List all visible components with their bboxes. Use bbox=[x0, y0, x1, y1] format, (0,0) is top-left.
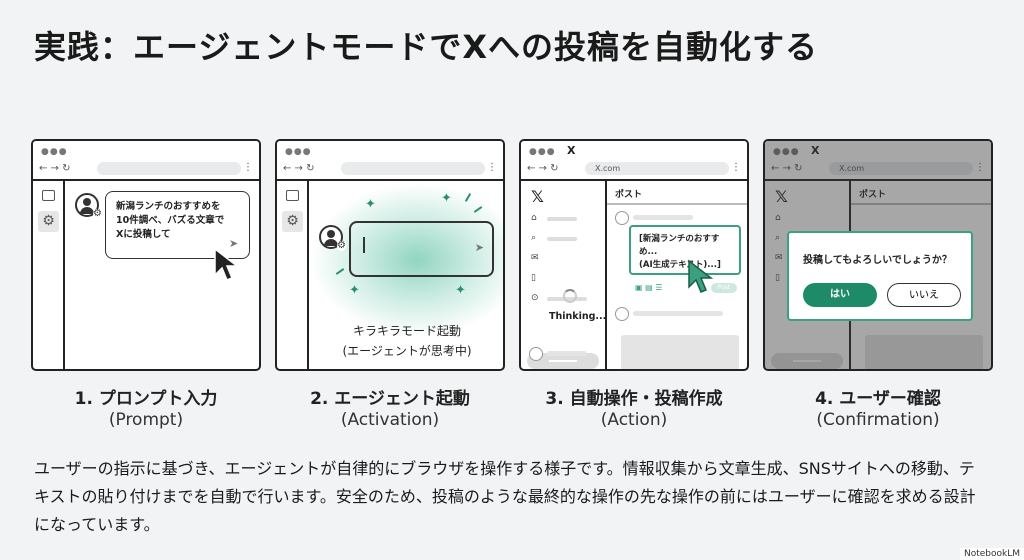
browser-window-prompt: ●●● ← → ↻ ⋮ ⚙ ⚙ 新潟ランチのおすすめを 10件調べ、バズる文章で… bbox=[31, 139, 261, 371]
browser-window-action: ●●● X ← → ↻ X.com ⋮ 𝕏 ⌂ ⌕ ✉ ▯ ⊙ Thinking… bbox=[519, 139, 749, 371]
window-dots: ●●● bbox=[41, 147, 68, 157]
post-compose-button[interactable] bbox=[771, 353, 843, 369]
feed-header[interactable]: ポスト bbox=[851, 181, 991, 205]
agent-status: キラキラモード起動 (エージェントが思考中) bbox=[317, 321, 497, 361]
browser-chrome: ●●● ← → ↻ ⋮ bbox=[33, 141, 259, 181]
gear-icon[interactable]: ⚙ bbox=[38, 211, 59, 232]
nav-arrows: ← → ↻ bbox=[527, 163, 559, 174]
browser-chrome: ●●● X ← → ↻ X.com ⋮ bbox=[765, 141, 991, 181]
window-dots: ●●● bbox=[529, 147, 556, 157]
send-icon[interactable]: ➤ bbox=[229, 237, 239, 250]
sidebar: ⚙ bbox=[277, 181, 309, 369]
address-bar[interactable] bbox=[97, 162, 241, 175]
avatar bbox=[615, 211, 629, 225]
nav-arrows: ← → ↻ bbox=[283, 163, 315, 174]
post-compose-button[interactable] bbox=[527, 353, 599, 369]
search-icon[interactable]: ⌕ bbox=[531, 233, 537, 243]
prompt-line: Xに投稿して bbox=[116, 229, 171, 240]
prompt-input[interactable]: ➤ bbox=[349, 221, 494, 277]
mail-icon[interactable]: ✉ bbox=[775, 253, 783, 263]
panel-caption: 3. 自動操作・投稿作成 bbox=[545, 389, 723, 409]
avatar bbox=[529, 347, 543, 361]
panel-caption: 1. プロンプト入力 bbox=[74, 389, 218, 409]
brand-watermark: NotebookLM bbox=[959, 548, 1024, 560]
x-sidebar: 𝕏 ⌂ ⌕ ✉ ▯ ⊙ Thinking... bbox=[521, 181, 607, 369]
panel-caption: 2. エージェント起動 bbox=[310, 389, 470, 409]
dialog-question: 投稿してもよろしいでしょうか？ bbox=[803, 255, 952, 266]
description: ユーザーの指示に基づき、エージェントが自律的にブラウザを操作する様子です。情報収… bbox=[34, 459, 976, 534]
panel-subcaption: (Action) bbox=[600, 410, 668, 430]
window-dots: ●●● bbox=[285, 147, 312, 157]
address-bar[interactable]: X.com bbox=[829, 162, 973, 175]
status-line: キラキラモード起動 bbox=[352, 324, 461, 338]
menu-icon[interactable]: ⋮ bbox=[975, 162, 985, 173]
x-logo-icon[interactable]: 𝕏 bbox=[775, 187, 788, 206]
avatar: ⚙ bbox=[75, 193, 102, 219]
window-dots: ●●● bbox=[773, 147, 800, 157]
menu-icon[interactable]: ⋮ bbox=[243, 162, 253, 173]
home-icon[interactable]: ⌂ bbox=[531, 213, 537, 223]
page-title: 実践：エージェントモードでXへの投稿を自動化する bbox=[34, 28, 819, 66]
panel-subcaption: (Activation) bbox=[340, 410, 440, 430]
home-icon[interactable]: ⌂ bbox=[775, 213, 781, 223]
browser-chrome: ●●● ← → ↻ ⋮ bbox=[277, 141, 503, 181]
media-icon[interactable]: ▣ ▤ ☰ bbox=[635, 283, 663, 292]
more-icon[interactable]: ⊙ bbox=[531, 293, 539, 303]
bookmark-icon[interactable]: ▯ bbox=[775, 273, 780, 283]
tab-x[interactable]: X bbox=[567, 144, 576, 157]
text-caret bbox=[363, 237, 365, 253]
thinking-label: Thinking... bbox=[549, 311, 607, 322]
status-line: (エージェントが思考中) bbox=[342, 344, 472, 358]
panel-icon[interactable] bbox=[42, 190, 55, 201]
address-bar[interactable] bbox=[341, 162, 485, 175]
cursor-icon bbox=[214, 247, 240, 281]
panel-icon[interactable] bbox=[286, 190, 299, 201]
menu-icon[interactable]: ⋮ bbox=[487, 162, 497, 173]
address-bar[interactable]: X.com bbox=[585, 162, 729, 175]
avatar bbox=[615, 307, 629, 321]
post-composer[interactable]: [新潟ランチのおすすめ... (AI生成テキスト)...] bbox=[629, 225, 741, 275]
menu-icon[interactable]: ⋮ bbox=[731, 162, 741, 173]
panel-subcaption: (Prompt) bbox=[108, 410, 184, 430]
loading-spinner-icon bbox=[563, 289, 577, 303]
browser-chrome: ●●● X ← → ↻ X.com ⋮ bbox=[521, 141, 747, 181]
nav-arrows: ← → ↻ bbox=[771, 163, 803, 174]
sparkle-icon: ✦ bbox=[455, 283, 466, 298]
no-button[interactable]: いいえ bbox=[887, 283, 961, 307]
search-icon[interactable]: ⌕ bbox=[775, 233, 781, 243]
panel-caption: 4. ユーザー確認 bbox=[815, 389, 941, 409]
x-logo-icon[interactable]: 𝕏 bbox=[531, 187, 544, 206]
yes-button[interactable]: はい bbox=[803, 283, 877, 307]
prompt-line: 10件調べ、バズる文章で bbox=[116, 215, 225, 226]
confirm-dialog: 投稿してもよろしいでしょうか？ はい いいえ bbox=[787, 231, 973, 321]
sparkle-icon: ✦ bbox=[349, 283, 360, 298]
avatar: ⚙ bbox=[319, 225, 346, 251]
agent-glow bbox=[313, 185, 503, 335]
bookmark-icon[interactable]: ▯ bbox=[531, 273, 536, 283]
browser-window-confirmation: ●●● X ← → ↻ X.com ⋮ 𝕏 ⌂ ⌕ ✉ ▯ ポスト 投稿してもよ… bbox=[763, 139, 993, 371]
sparkle-icon: ✦ bbox=[441, 191, 452, 206]
mail-icon[interactable]: ✉ bbox=[531, 253, 539, 263]
browser-window-activation: ●●● ← → ↻ ⋮ ⚙ ✦ ✦ ✦ ✦ ⚙ ➤ キラキラモード起動 (エージ… bbox=[275, 139, 505, 371]
sparkle-icon: ✦ bbox=[365, 197, 376, 212]
post-button[interactable]: Post bbox=[711, 283, 737, 293]
nav-arrows: ← → ↻ bbox=[39, 163, 71, 174]
post-line: (AI生成テキスト)...] bbox=[639, 260, 721, 270]
post-line: [新潟ランチのおすすめ... bbox=[639, 234, 720, 257]
prompt-line: 新潟ランチのおすすめを bbox=[116, 201, 221, 212]
sidebar: ⚙ bbox=[33, 181, 65, 369]
cursor-icon bbox=[688, 259, 714, 293]
send-icon[interactable]: ➤ bbox=[474, 241, 484, 254]
tab-x[interactable]: X bbox=[811, 144, 820, 157]
gear-icon[interactable]: ⚙ bbox=[282, 211, 303, 232]
prompt-bubble[interactable]: 新潟ランチのおすすめを 10件調べ、バズる文章で Xに投稿して bbox=[105, 191, 250, 259]
panel-subcaption: (Confirmation) bbox=[816, 410, 940, 430]
feed-header[interactable]: ポスト bbox=[607, 181, 747, 205]
